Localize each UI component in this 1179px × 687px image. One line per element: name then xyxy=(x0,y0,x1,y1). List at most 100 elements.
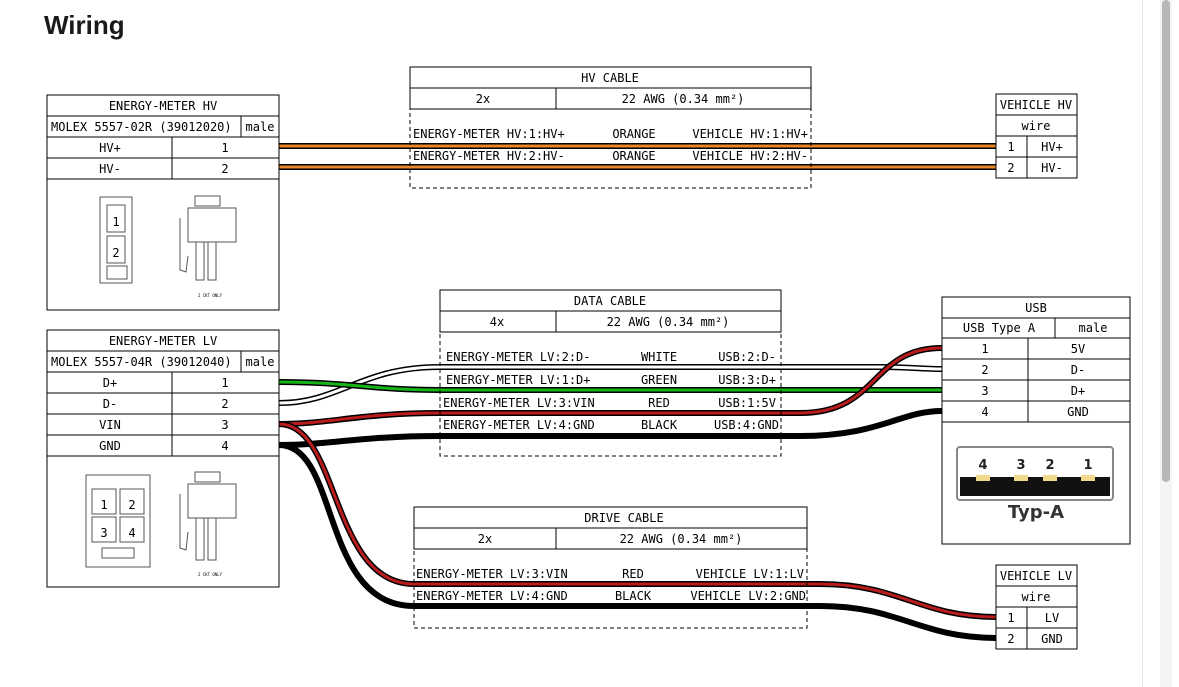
drive-cable-gauge: 22 AWG (0.34 mm²) xyxy=(620,532,743,546)
wire-drive-black xyxy=(278,442,997,641)
data-cable-name: DATA CABLE xyxy=(574,294,646,308)
hv-wire1-to: VEHICLE HV:1:HV+ xyxy=(692,127,808,141)
vehicle-lv-name: VEHICLE LV xyxy=(1000,569,1072,583)
wiring-diagram: ENERGY-METER HV MOLEX 5557-02R (39012020… xyxy=(46,66,1131,650)
data-wire4-color: BLACK xyxy=(641,418,678,432)
vehicle-lv-pin1-signal: LV xyxy=(1045,611,1059,625)
usb-type-a-drawing xyxy=(956,446,1114,501)
drive-wire2-from: ENERGY-METER LV:4:GND xyxy=(416,589,568,603)
wire-drive-red xyxy=(278,421,997,620)
hv-wire2-from: ENERGY-METER HV:2:HV- xyxy=(413,149,565,163)
em-hv-drawing-note: 2 CKT ONLY xyxy=(198,293,223,298)
connector-energy-meter-hv: ENERGY-METER HV MOLEX 5557-02R (39012020… xyxy=(46,94,280,311)
data-cable-gauge: 22 AWG (0.34 mm²) xyxy=(607,315,730,329)
wire-data-green xyxy=(278,379,942,393)
usb-image-pin-1: 1 xyxy=(1083,458,1092,473)
data-wire1-from: ENERGY-METER LV:2:D- xyxy=(446,350,591,364)
hv-wire1-color: ORANGE xyxy=(612,127,655,141)
hv-wire2-to: VEHICLE HV:2:HV- xyxy=(692,149,808,163)
scrollbar-thumb[interactable] xyxy=(1162,0,1170,482)
data-wire2-color: GREEN xyxy=(641,373,677,387)
data-wire4-to: USB:4:GND xyxy=(714,418,779,432)
em-lv-pin3-signal: VIN xyxy=(99,418,121,432)
em-lv-name: ENERGY-METER LV xyxy=(109,334,217,348)
wires xyxy=(278,143,997,641)
vehicle-hv-pin1-number: 1 xyxy=(1007,140,1014,154)
usb-pin3-signal: D+ xyxy=(1071,384,1085,398)
usb-name: USB xyxy=(1025,301,1047,315)
em-hv-pin2-signal: HV- xyxy=(99,162,121,176)
connector-energy-meter-lv: ENERGY-METER LV MOLEX 5557-04R (39012040… xyxy=(46,329,280,588)
drive-cable-count: 2x xyxy=(478,532,492,546)
drive-wire1-to: VEHICLE LV:1:LV xyxy=(696,567,804,581)
usb-image-pin-4: 4 xyxy=(978,458,987,473)
em-lv-drawing-num-3: 3 xyxy=(100,526,107,540)
usb-pin1-signal: 5V xyxy=(1071,342,1085,356)
em-hv-pin1-signal: HV+ xyxy=(99,141,121,155)
data-wire2-from: ENERGY-METER LV:1:D+ xyxy=(446,373,591,387)
usb-pin2-signal: D- xyxy=(1071,363,1085,377)
wire-data-black xyxy=(278,408,943,448)
connector-vehicle-hv: VEHICLE HV wire 1 HV+ 2 HV- xyxy=(995,93,1078,179)
connector-vehicle-lv: VEHICLE LV wire 1 LV 2 GND xyxy=(995,564,1078,650)
vehicle-hv-type: wire xyxy=(1022,119,1051,133)
data-wire1-to: USB:2:D- xyxy=(718,350,776,364)
em-lv-part: MOLEX 5557-04R (39012040) xyxy=(51,355,232,369)
cable-hv: HV CABLE 2x 22 AWG (0.34 mm²) ENERGY-MET… xyxy=(409,66,812,189)
usb-gender: male xyxy=(1079,321,1108,335)
usb-image-pin-2: 2 xyxy=(1045,458,1054,473)
drive-wire2-to: VEHICLE LV:2:GND xyxy=(690,589,806,603)
data-wire3-to: USB:1:5V xyxy=(718,396,776,410)
page-title: Wiring xyxy=(44,10,125,40)
em-hv-pin1-number: 1 xyxy=(221,141,228,155)
drive-wire1-from: ENERGY-METER LV:3:VIN xyxy=(416,567,568,581)
data-wire2-to: USB:3:D+ xyxy=(718,373,776,387)
em-lv-connector-drawing xyxy=(85,471,237,568)
content-border xyxy=(1142,0,1143,687)
hv-cable-gauge: 22 AWG (0.34 mm²) xyxy=(622,92,745,106)
wire-data-red xyxy=(278,345,943,427)
connector-usb: USB USB Type A male 1 5V 2 D- 3 D+ 4 GND… xyxy=(941,296,1131,545)
vehicle-lv-pin2-signal: GND xyxy=(1041,632,1063,646)
em-hv-part: MOLEX 5557-02R (39012020) xyxy=(51,120,232,134)
usb-pin3-number: 3 xyxy=(981,384,988,398)
vehicle-hv-name: VEHICLE HV xyxy=(1000,98,1072,112)
usb-image-caption: Typ-A xyxy=(1008,502,1064,523)
em-hv-pin2-number: 2 xyxy=(221,162,228,176)
vehicle-hv-pin2-signal: HV- xyxy=(1041,161,1063,175)
hv-cable-name: HV CABLE xyxy=(581,71,639,85)
drive-cable-name: DRIVE CABLE xyxy=(584,511,663,525)
em-lv-drawing-note: 2 CKT ONLY xyxy=(198,572,223,577)
em-lv-drawing-num-1: 1 xyxy=(100,498,107,512)
data-cable-count: 4x xyxy=(490,315,504,329)
usb-image-pin-3: 3 xyxy=(1016,458,1025,473)
vehicle-lv-type: wire xyxy=(1022,590,1051,604)
usb-pin4-number: 4 xyxy=(981,405,988,419)
data-wire3-color: RED xyxy=(648,396,670,410)
cable-drive: DRIVE CABLE 2x 22 AWG (0.34 mm²) ENERGY-… xyxy=(413,506,808,629)
em-lv-pin1-number: 1 xyxy=(221,376,228,390)
vehicle-hv-pin1-signal: HV+ xyxy=(1041,140,1063,154)
vehicle-lv-pin1-number: 1 xyxy=(1007,611,1014,625)
vehicle-hv-pin2-number: 2 xyxy=(1007,161,1014,175)
usb-pin1-number: 1 xyxy=(981,342,988,356)
cable-data: DATA CABLE 4x 22 AWG (0.34 mm²) ENERGY-M… xyxy=(439,289,782,457)
drive-wire2-color: BLACK xyxy=(615,589,652,603)
hv-wire1-from: ENERGY-METER HV:1:HV+ xyxy=(413,127,565,141)
em-hv-drawing-num-2: 2 xyxy=(112,246,119,260)
em-lv-pin1-signal: D+ xyxy=(103,376,117,390)
hv-wire2-color: ORANGE xyxy=(612,149,655,163)
wire-data-white xyxy=(278,364,943,406)
em-hv-connector-drawing xyxy=(99,195,237,284)
data-wire1-color: WHITE xyxy=(641,350,677,364)
em-lv-drawing-num-2: 2 xyxy=(128,498,135,512)
em-lv-pin3-number: 3 xyxy=(221,418,228,432)
em-lv-pin4-number: 4 xyxy=(221,439,228,453)
em-lv-gender: male xyxy=(246,355,275,369)
hv-cable-count: 2x xyxy=(476,92,490,106)
em-lv-pin2-number: 2 xyxy=(221,397,228,411)
vehicle-lv-pin2-number: 2 xyxy=(1007,632,1014,646)
usb-pin4-signal: GND xyxy=(1067,405,1089,419)
usb-type: USB Type A xyxy=(963,321,1036,335)
drive-wire1-color: RED xyxy=(622,567,644,581)
